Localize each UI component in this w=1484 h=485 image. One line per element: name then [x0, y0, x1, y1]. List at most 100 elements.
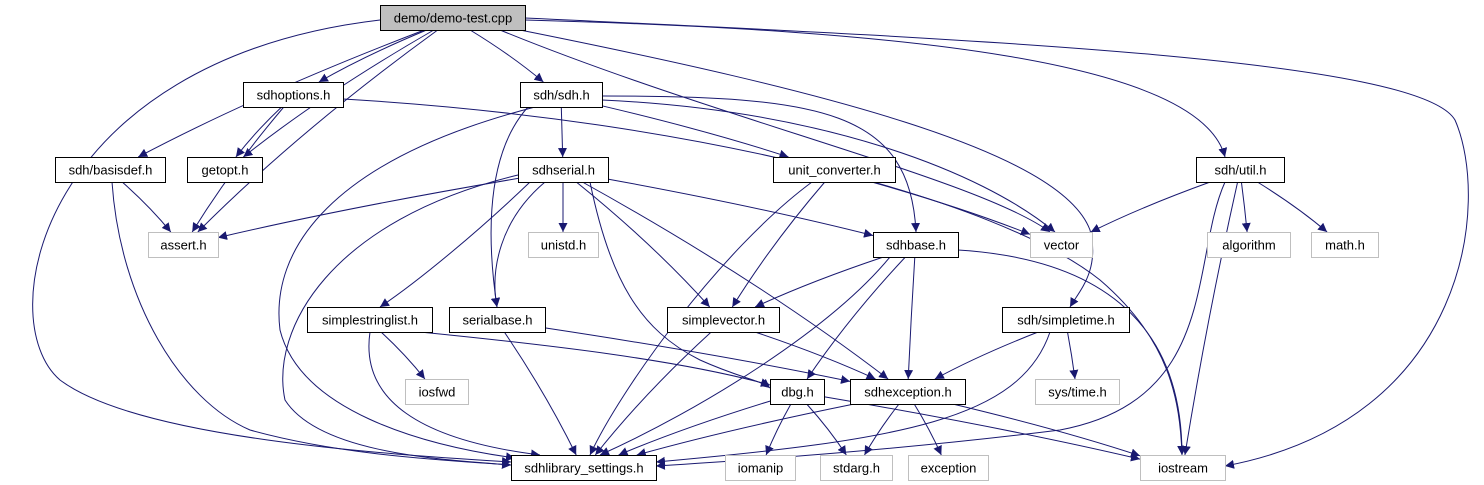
node-box	[405, 379, 469, 405]
edge-sdhoptions-to-iostream	[342, 98, 1187, 456]
node-unistd: unistd.h	[528, 232, 599, 258]
edge-demo_test-to-sdhoptions	[318, 29, 427, 83]
node-label: iosfwd	[419, 385, 456, 400]
node-box	[1196, 157, 1285, 183]
node-sdhserial[interactable]: sdhserial.h	[518, 157, 609, 183]
node-label: sdhlibrary_settings.h	[524, 461, 643, 476]
node-box	[820, 455, 893, 481]
node-box	[243, 82, 344, 108]
node-label: iostream	[1158, 461, 1208, 476]
edge-sdhserial-to-serialbase	[490, 181, 546, 308]
node-label: sdh/basisdef.h	[69, 163, 153, 178]
node-sdhoptions[interactable]: sdhoptions.h	[243, 82, 344, 108]
edge-simpletime-to-systime	[1067, 331, 1079, 380]
edge-sdhserial-to-simplestringlist	[379, 181, 531, 308]
edge-util-to-iostream	[1181, 181, 1239, 456]
node-label: sdhoptions.h	[257, 88, 331, 103]
node-simplestringlist[interactable]: simplestringlist.h	[307, 307, 433, 333]
edge-serialbase-to-sdhlibrary_settings	[503, 331, 577, 456]
node-label: exception	[921, 461, 977, 476]
node-box	[148, 232, 219, 258]
node-box	[528, 232, 599, 258]
edge-sdh-to-sdhlibrary_settings	[278, 106, 536, 462]
node-getopt[interactable]: getopt.h	[187, 157, 263, 183]
edge-sdhserial-to-dbg	[589, 181, 771, 389]
edge-unit_converter-to-vector	[871, 181, 1031, 236]
node-box	[1002, 307, 1130, 333]
node-sdhbase[interactable]: sdhbase.h	[873, 232, 959, 258]
edge-sdh-to-unit_converter	[601, 105, 789, 159]
node-simpletime[interactable]: sdh/simpletime.h	[1002, 307, 1130, 333]
edge-demo_test-to-util	[524, 19, 1228, 158]
node-box	[511, 455, 657, 481]
node-label: stdarg.h	[833, 461, 880, 476]
node-unit-converter[interactable]: unit_converter.h	[773, 157, 896, 183]
node-label: sdh/sdh.h	[533, 88, 589, 103]
edge-demo_test-to-iostream	[524, 17, 1469, 469]
node-label: simplestringlist.h	[322, 313, 418, 328]
node-iostream: iostream	[1140, 455, 1226, 481]
edge-util-to-math	[1257, 181, 1328, 233]
edge-dbg-to-sdhlibrary_settings	[618, 400, 771, 456]
edge-sdhserial-to-simplevector	[575, 181, 711, 308]
edge-sdhserial-to-sdhbase	[607, 178, 874, 238]
node-box	[908, 455, 989, 481]
node-box	[725, 455, 796, 481]
node-sdhlibrary-settings[interactable]: sdhlibrary_settings.h	[511, 455, 657, 481]
node-box	[380, 5, 526, 31]
edge-sdhexception-to-iostream	[952, 403, 1141, 458]
node-box	[770, 379, 825, 405]
node-exception: exception	[908, 455, 989, 481]
edge-simplevector-to-sdhlibrary_settings	[594, 331, 712, 456]
node-dbg[interactable]: dbg.h	[770, 379, 825, 405]
edge-sdhexception-to-exception	[913, 403, 942, 456]
node-iosfwd: iosfwd	[405, 379, 469, 405]
edge-sdh-to-sdhserial	[557, 106, 567, 158]
node-sdh[interactable]: sdh/sdh.h	[520, 82, 603, 108]
node-label: sdh/simpletime.h	[1017, 313, 1115, 328]
edge-simpletime-to-sdhlibrary_settings	[655, 331, 1051, 466]
node-iomanip: iomanip	[725, 455, 796, 481]
node-label: sdhbase.h	[886, 238, 946, 253]
edge-sdhexception-to-stdarg	[864, 403, 900, 456]
node-label: math.h	[1325, 238, 1365, 253]
edge-simplevector-to-sdhexception	[754, 331, 876, 380]
node-layer: demo/demo-test.cpp sdhoptions.h sdh/sdh.h s…	[55, 5, 1379, 481]
node-box	[1030, 232, 1093, 258]
edge-sdh-to-vector	[601, 99, 1056, 233]
edge-simplestringlist-to-sdhlibrary_settings	[368, 331, 541, 459]
node-label: sdhserial.h	[532, 163, 595, 178]
node-demo-test[interactable]: demo/demo-test.cpp	[380, 5, 526, 31]
edge-sdhserial-to-assert	[217, 177, 519, 240]
edge-demo_test-to-sdhlibrary_settings	[32, 19, 512, 466]
node-simplevector[interactable]: simplevector.h	[667, 307, 780, 333]
edge-sdhserial-to-sdhlibrary_settings	[282, 174, 519, 469]
node-box	[307, 307, 433, 333]
node-label: assert.h	[160, 238, 206, 253]
node-box	[667, 307, 780, 333]
edge-util-to-vector	[1090, 181, 1211, 233]
node-basisdef[interactable]: sdh/basisdef.h	[55, 157, 166, 183]
edge-sdh-to-sdhbase	[601, 95, 921, 233]
node-label: getopt.h	[202, 163, 249, 178]
edge-dbg-to-stdarg	[806, 403, 847, 456]
node-box	[520, 82, 603, 108]
node-assert: assert.h	[148, 232, 219, 258]
node-box	[773, 157, 896, 183]
node-util[interactable]: sdh/util.h	[1196, 157, 1285, 183]
node-algorithm: algorithm	[1207, 232, 1291, 258]
node-label: simplevector.h	[682, 313, 765, 328]
edge-basisdef-to-assert	[121, 181, 172, 233]
node-box	[449, 307, 546, 333]
edge-basisdef-to-sdhlibrary_settings	[111, 181, 512, 469]
node-math: math.h	[1311, 232, 1379, 258]
edge-sdhbase-to-dbg	[806, 256, 906, 380]
edge-sdhbase-to-simplevector	[754, 256, 884, 308]
node-serialbase[interactable]: serialbase.h	[449, 307, 546, 333]
node-sdhexception[interactable]: sdhexception.h	[850, 379, 966, 405]
node-stdarg: stdarg.h	[820, 455, 893, 481]
node-label: serialbase.h	[462, 313, 532, 328]
node-box	[1035, 379, 1120, 405]
edge-unit_converter-to-simplevector	[731, 181, 826, 308]
